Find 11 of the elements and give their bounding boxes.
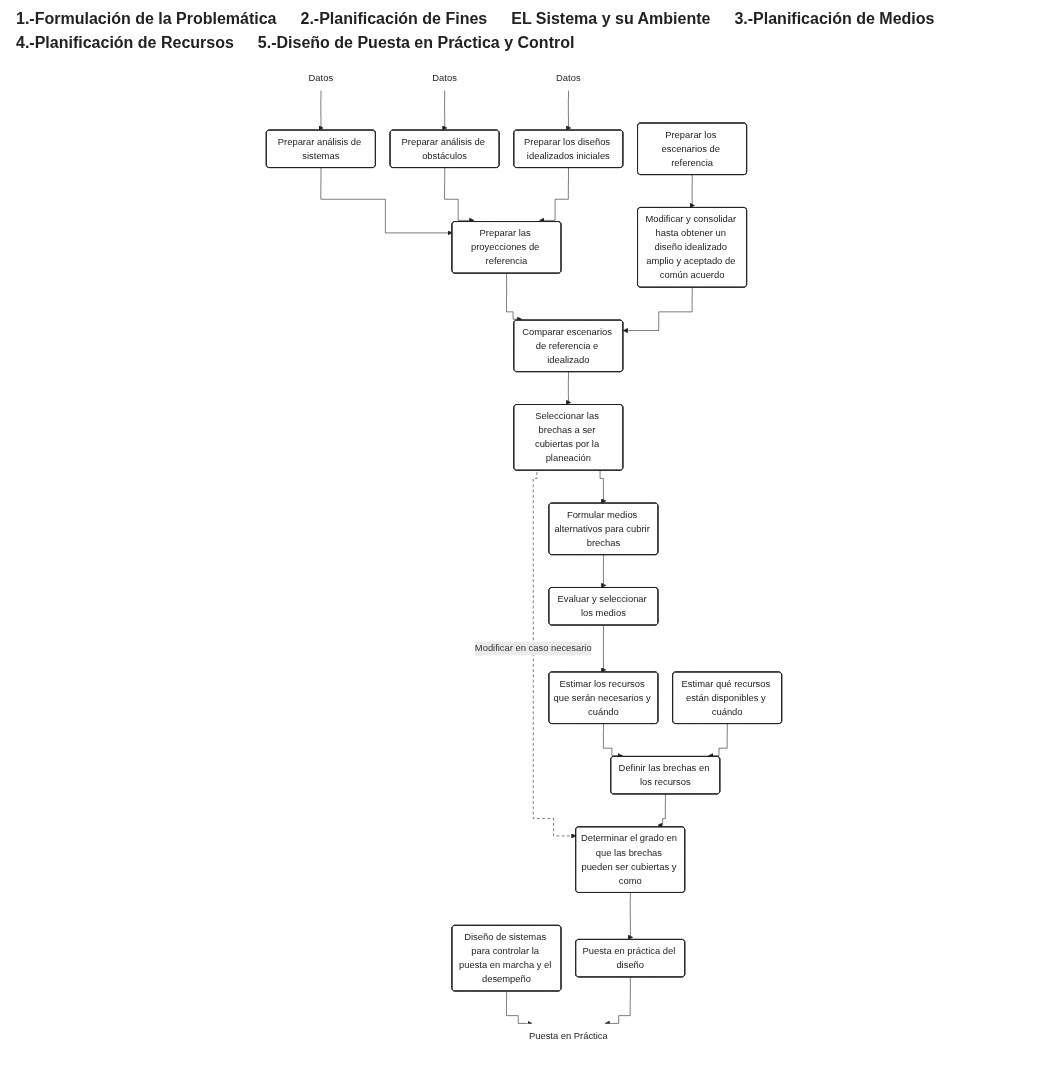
node-text: Datos — [556, 73, 581, 84]
edge-label: Modificar en caso necesario — [474, 643, 592, 654]
phase-heading: 5.-Diseño de Puesta en Práctica y Control — [257, 34, 575, 52]
node-text: Puesta en Práctica — [528, 1030, 608, 1041]
phase-heading: 3.-Planificación de Medios — [734, 10, 935, 28]
node-text: Datos — [432, 73, 457, 84]
phase-heading: EL Sistema y su Ambiente — [511, 10, 711, 28]
phase-heading: 4.-Planificación de Recursos — [16, 34, 234, 52]
node-text: Datos — [308, 73, 334, 84]
phase-heading: 1.-Formulación de la Problemática — [16, 10, 277, 28]
phase-heading: 2.-Planificación de Fines — [300, 10, 488, 28]
